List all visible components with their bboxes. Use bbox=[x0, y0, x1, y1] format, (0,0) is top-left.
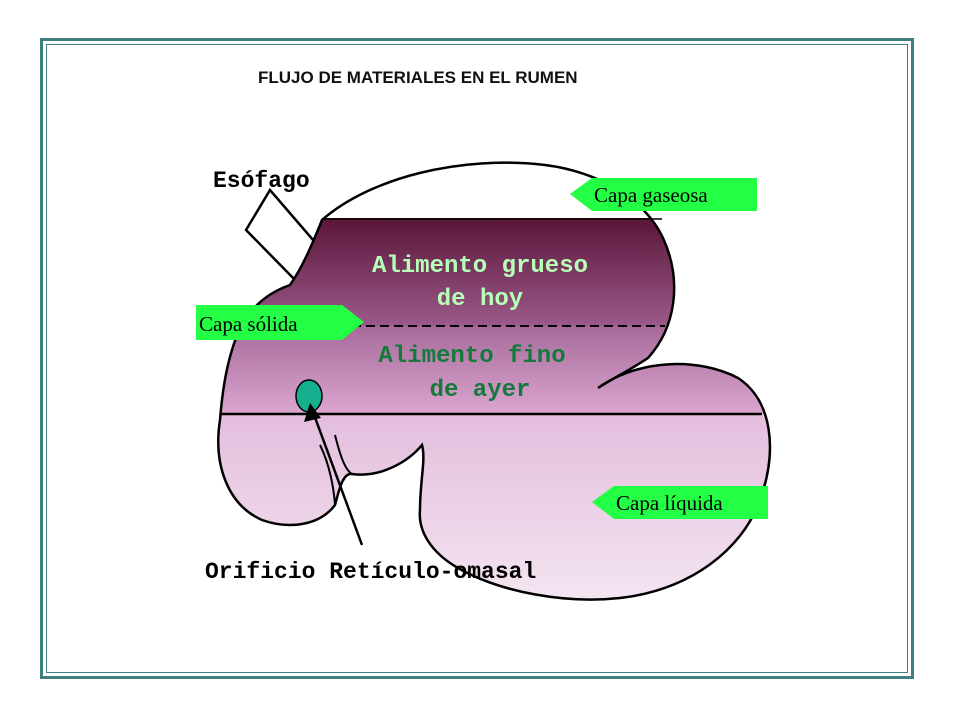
fine-feed-label-line-2: de ayer bbox=[430, 377, 531, 404]
liquid-layer-tag-label: Capa líquida bbox=[616, 491, 723, 515]
tag-arrow-shape bbox=[592, 486, 768, 519]
orifice-arrow-line bbox=[311, 411, 364, 546]
liquid-layer-tag: Capa líquida bbox=[592, 486, 768, 519]
solid-layer-tag-label: Capa sólida bbox=[199, 312, 298, 336]
tag-arrow-shape bbox=[196, 305, 364, 340]
rumen-outline bbox=[217, 161, 772, 601]
orifice-arrowhead bbox=[304, 403, 321, 422]
esophagus-label: Esófago bbox=[213, 168, 310, 194]
fold-line bbox=[319, 444, 336, 506]
coarse-feed-label-line-2: de hoy bbox=[437, 286, 523, 313]
inner-frame bbox=[46, 44, 908, 673]
tag-arrow-shape bbox=[570, 178, 757, 211]
fold-line bbox=[334, 434, 353, 475]
page-title: FLUJO DE MATERIALES EN EL RUMEN bbox=[258, 68, 578, 87]
gas-layer-tag-label: Capa gaseosa bbox=[594, 183, 708, 207]
fine-feed-label-line-1: Alimento fino bbox=[378, 343, 565, 370]
outer-frame bbox=[40, 38, 914, 679]
orifice-label: Orificio Retículo-omasal bbox=[205, 559, 536, 585]
solid-layer-tag: Capa sólida bbox=[196, 305, 364, 340]
coarse-feed-label-line-1: Alimento grueso bbox=[372, 253, 588, 280]
gas-layer-tag: Capa gaseosa bbox=[570, 178, 757, 211]
